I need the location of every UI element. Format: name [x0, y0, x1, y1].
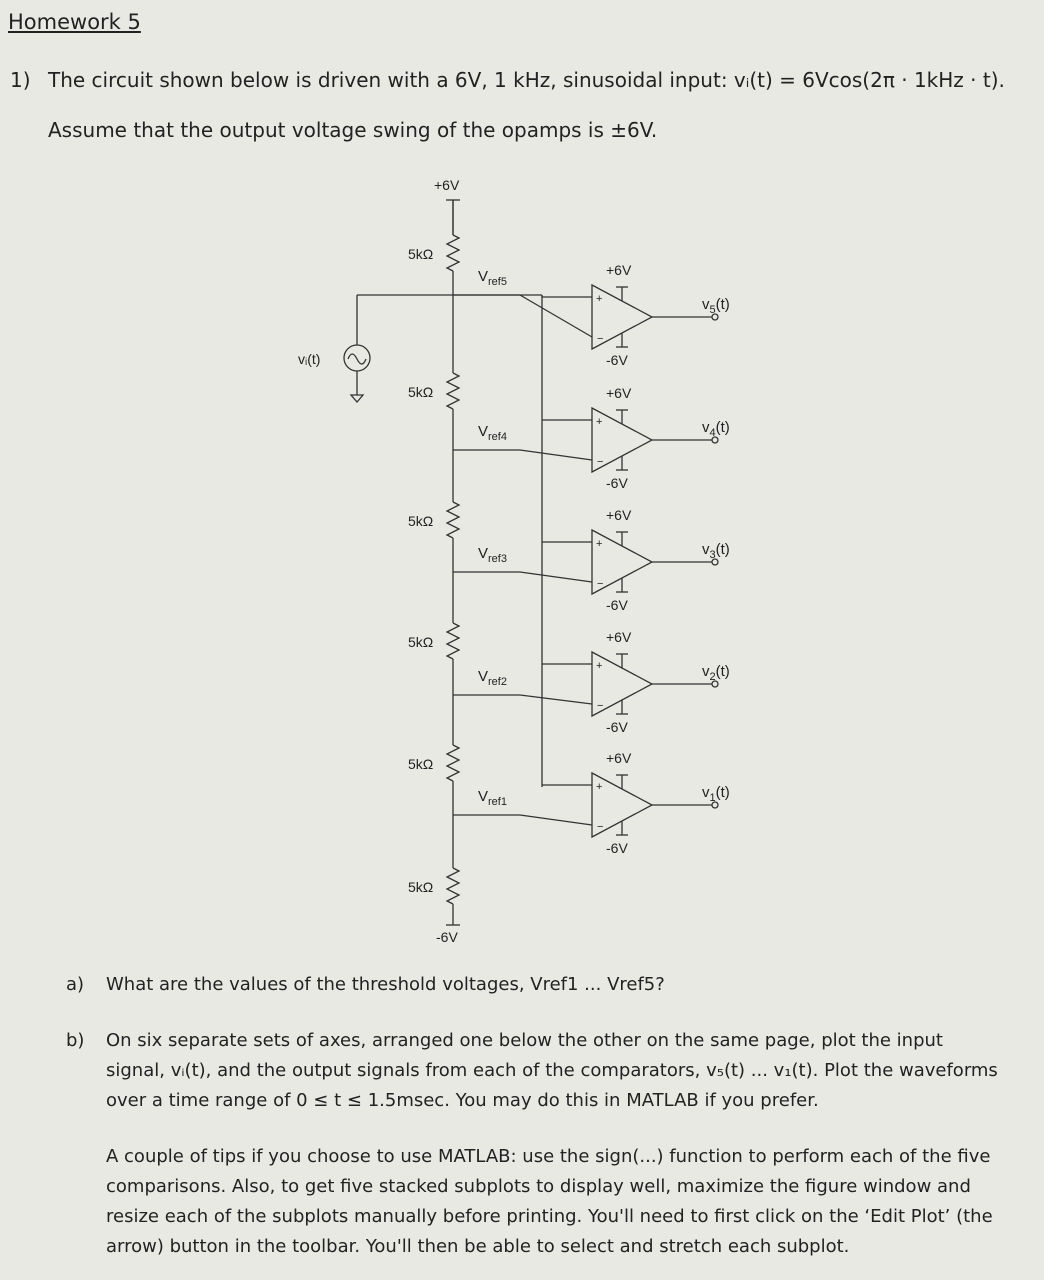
problem-assumption: Assume that the output voltage swing of …	[48, 118, 658, 142]
resistor-icon	[445, 234, 461, 272]
negative-supply-label: -6V	[606, 352, 628, 368]
negative-supply-label: -6V	[606, 719, 628, 735]
output-label: v2(t)	[702, 663, 730, 683]
resistor-icon	[445, 622, 461, 660]
positive-supply-label: +6V	[606, 385, 632, 401]
svg-text:−: −	[597, 700, 603, 712]
output-label: v3(t)	[702, 541, 730, 561]
resistor-icon	[445, 372, 461, 410]
positive-supply-label: +6V	[606, 262, 632, 278]
comparator-stage: + − Vref3 +6V -6V v3(t)	[453, 507, 730, 613]
question-a-text: What are the values of the threshold vol…	[106, 974, 665, 995]
vref-label: Vref1	[478, 788, 507, 808]
comparator-stage: + − Vref4 +6V -6V v4(t)	[453, 385, 730, 491]
resistor-label: 5kΩ	[408, 634, 433, 650]
resistor-icon	[445, 501, 461, 539]
problem-intro: The circuit shown below is driven with a…	[48, 68, 1005, 92]
output-label: v1(t)	[702, 784, 730, 804]
svg-text:−: −	[597, 578, 603, 590]
resistor-label: 5kΩ	[408, 513, 433, 529]
output-label: v4(t)	[702, 419, 730, 439]
vref-label: Vref5	[478, 268, 507, 288]
source-label: vᵢ(t)	[298, 351, 320, 367]
svg-text:−: −	[597, 456, 603, 468]
bottom-supply-label: -6V	[436, 929, 458, 945]
output-label: v5(t)	[702, 296, 730, 316]
comparator-stage: + − Vref2 +6V -6V v2(t)	[453, 629, 730, 735]
vref-label: Vref3	[478, 545, 507, 565]
top-supply-label: +6V	[434, 177, 460, 193]
resistor-label: 5kΩ	[408, 246, 433, 262]
comparator-stage: + − Vref1 +6V -6V v1(t)	[453, 750, 730, 856]
negative-supply-label: -6V	[606, 597, 628, 613]
svg-text:+: +	[596, 538, 602, 550]
matlab-tip-text: A couple of tips if you choose to use MA…	[106, 1146, 993, 1257]
resistor-icon	[445, 867, 461, 905]
problem-number: 1)	[10, 68, 31, 92]
resistor-icon	[445, 744, 461, 782]
positive-supply-label: +6V	[606, 750, 632, 766]
resistor-ladder: 5kΩ 5kΩ 5kΩ 5kΩ 5kΩ 5kΩ	[408, 200, 461, 925]
svg-text:+: +	[596, 781, 602, 793]
question-b-text: On six separate sets of axes, arranged o…	[106, 1030, 998, 1111]
resistor-label: 5kΩ	[408, 879, 433, 895]
svg-text:−: −	[597, 333, 603, 345]
vref-label: Vref2	[478, 668, 507, 688]
svg-text:+: +	[596, 416, 602, 428]
resistor-label: 5kΩ	[408, 384, 433, 400]
comparator-circuit-diagram: +6V 5kΩ 5kΩ 5kΩ 5kΩ 5kΩ 5kΩ vᵢ(t) -6V + − Vref5…	[298, 177, 730, 945]
question-a-label: a)	[66, 974, 85, 995]
negative-supply-label: -6V	[606, 840, 628, 856]
resistor-label: 5kΩ	[408, 756, 433, 772]
negative-supply-label: -6V	[606, 475, 628, 491]
positive-supply-label: +6V	[606, 629, 632, 645]
svg-text:+: +	[596, 293, 602, 305]
svg-text:+: +	[596, 660, 602, 672]
comparator-stage: + − Vref5 +6V -6V v5(t)	[453, 262, 730, 368]
question-b-label: b)	[66, 1030, 85, 1051]
page-title: Homework 5	[8, 10, 141, 34]
svg-text:−: −	[597, 821, 603, 833]
vref-label: Vref4	[478, 423, 507, 443]
positive-supply-label: +6V	[606, 507, 632, 523]
